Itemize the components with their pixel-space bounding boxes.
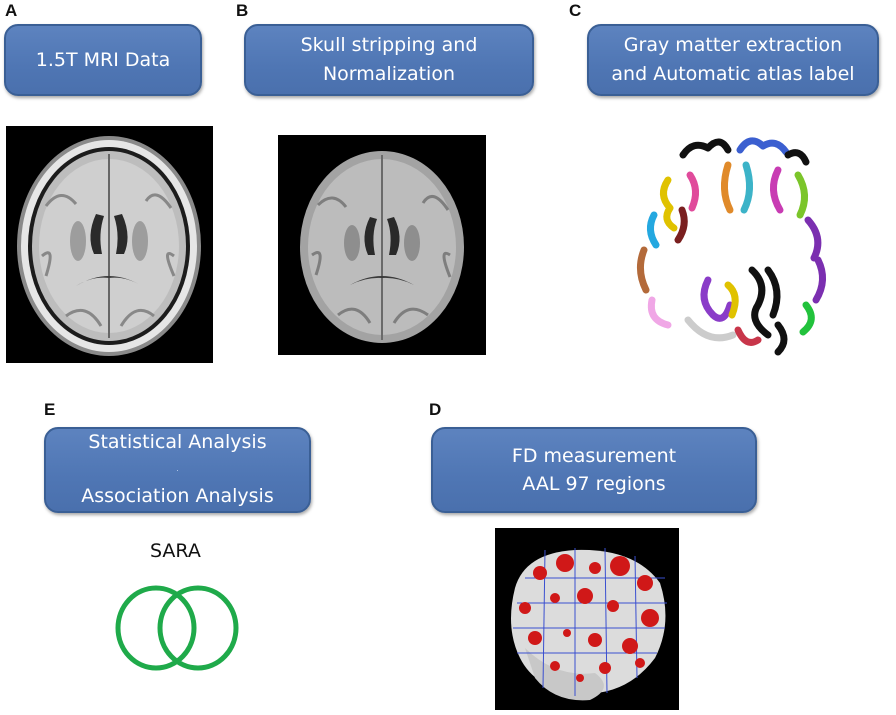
- step-e-separator-dot: .: [176, 464, 179, 473]
- step-box-fd-measurement: FD measurement AAL 97 regions: [431, 427, 757, 513]
- venn-circle-right: [157, 585, 239, 671]
- step-b-title-line-1: Skull stripping and: [300, 34, 478, 56]
- panel-label-e: E: [44, 400, 56, 419]
- step-d-title-line-2: AAL 97 regions: [522, 473, 666, 495]
- gray-matter-atlas-image: [628, 120, 840, 360]
- panel-label-d: D: [429, 400, 442, 419]
- sara-label: SARA: [150, 540, 201, 562]
- venn-diagram: [115, 585, 239, 671]
- step-box-gray-matter: Gray matter extraction and Automatic atl…: [587, 24, 879, 96]
- step-a-title: 1.5T MRI Data: [35, 49, 171, 71]
- skull-stripped-mri-image: [278, 135, 486, 355]
- step-d-title-line-1: FD measurement: [511, 445, 677, 467]
- step-box-statistical-analysis: Statistical Analysis . Association Analy…: [44, 427, 311, 513]
- step-b-title-line-2: Normalization: [322, 63, 456, 85]
- step-e-title-line-2: Association Analysis: [81, 485, 274, 507]
- venn-circle-left: [115, 585, 197, 671]
- panel-label-a: A: [5, 1, 18, 20]
- step-box-skull-stripping: Skull stripping and Normalization: [244, 24, 534, 96]
- step-box-mri-data: 1.5T MRI Data: [4, 24, 202, 96]
- step-c-title-line-1: Gray matter extraction: [623, 34, 843, 56]
- panel-label-c: C: [569, 1, 582, 20]
- panel-label-b: B: [236, 1, 249, 20]
- mri-with-skull-image: [6, 126, 213, 363]
- step-c-title-line-2: and Automatic atlas label: [611, 63, 855, 85]
- step-e-title-line-1: Statistical Analysis: [88, 431, 267, 453]
- 3d-brain-render-image: [495, 528, 679, 710]
